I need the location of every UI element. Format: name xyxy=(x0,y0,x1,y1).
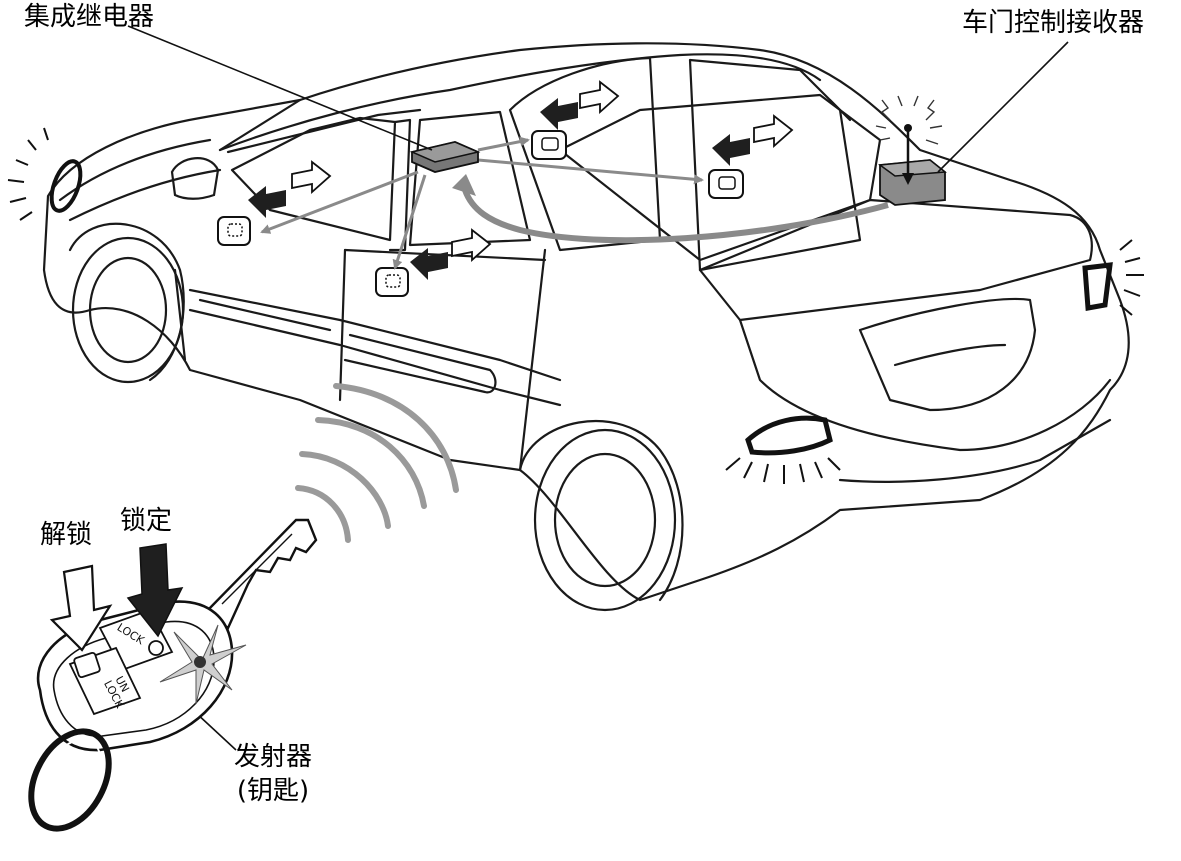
lock-button-dot xyxy=(148,640,164,656)
receiver-to-relay-arrowhead xyxy=(452,174,476,196)
relay-label: 集成继电器 xyxy=(24,2,155,32)
integrated-relay-module xyxy=(409,141,481,173)
transmitter-led xyxy=(159,624,247,705)
receiver-to-relay-arrow xyxy=(462,188,889,244)
receiver-label: 车门控制接收器 xyxy=(962,8,1145,38)
transmitter-label: 发射器 (钥匙) xyxy=(234,740,312,808)
lock-arrows-rear-right xyxy=(540,80,620,130)
front-wheel xyxy=(71,236,185,384)
lock-arrows-front-right xyxy=(712,114,794,166)
door-control-receiver xyxy=(875,95,947,206)
door-lock-rear-left xyxy=(375,267,409,297)
door-lock-rear-right xyxy=(531,130,567,160)
car-body xyxy=(42,42,1130,602)
unlock-label: 解锁 xyxy=(40,520,93,550)
transmitter-label-line2: (钥匙) xyxy=(236,776,310,806)
door-lock-front-right xyxy=(708,169,744,199)
door-lock-front-left xyxy=(217,216,251,246)
headlight xyxy=(7,127,83,221)
side-mirror xyxy=(170,157,220,200)
unlock-press-arrow xyxy=(49,564,113,652)
transmitter-label-line1: 发射器 xyxy=(234,742,313,772)
lock-arrows-front-left xyxy=(248,160,332,218)
label-leader-lines xyxy=(127,25,1069,751)
radio-waves xyxy=(295,383,459,543)
lock-press-arrow xyxy=(126,543,184,638)
lock-arrows-rear-left xyxy=(410,228,492,280)
taillight-right xyxy=(1082,239,1144,316)
relay-signal-lines xyxy=(260,136,704,270)
taillight-left xyxy=(725,415,841,484)
rear-wheel xyxy=(533,428,677,612)
lock-label: 锁定 xyxy=(120,506,173,536)
